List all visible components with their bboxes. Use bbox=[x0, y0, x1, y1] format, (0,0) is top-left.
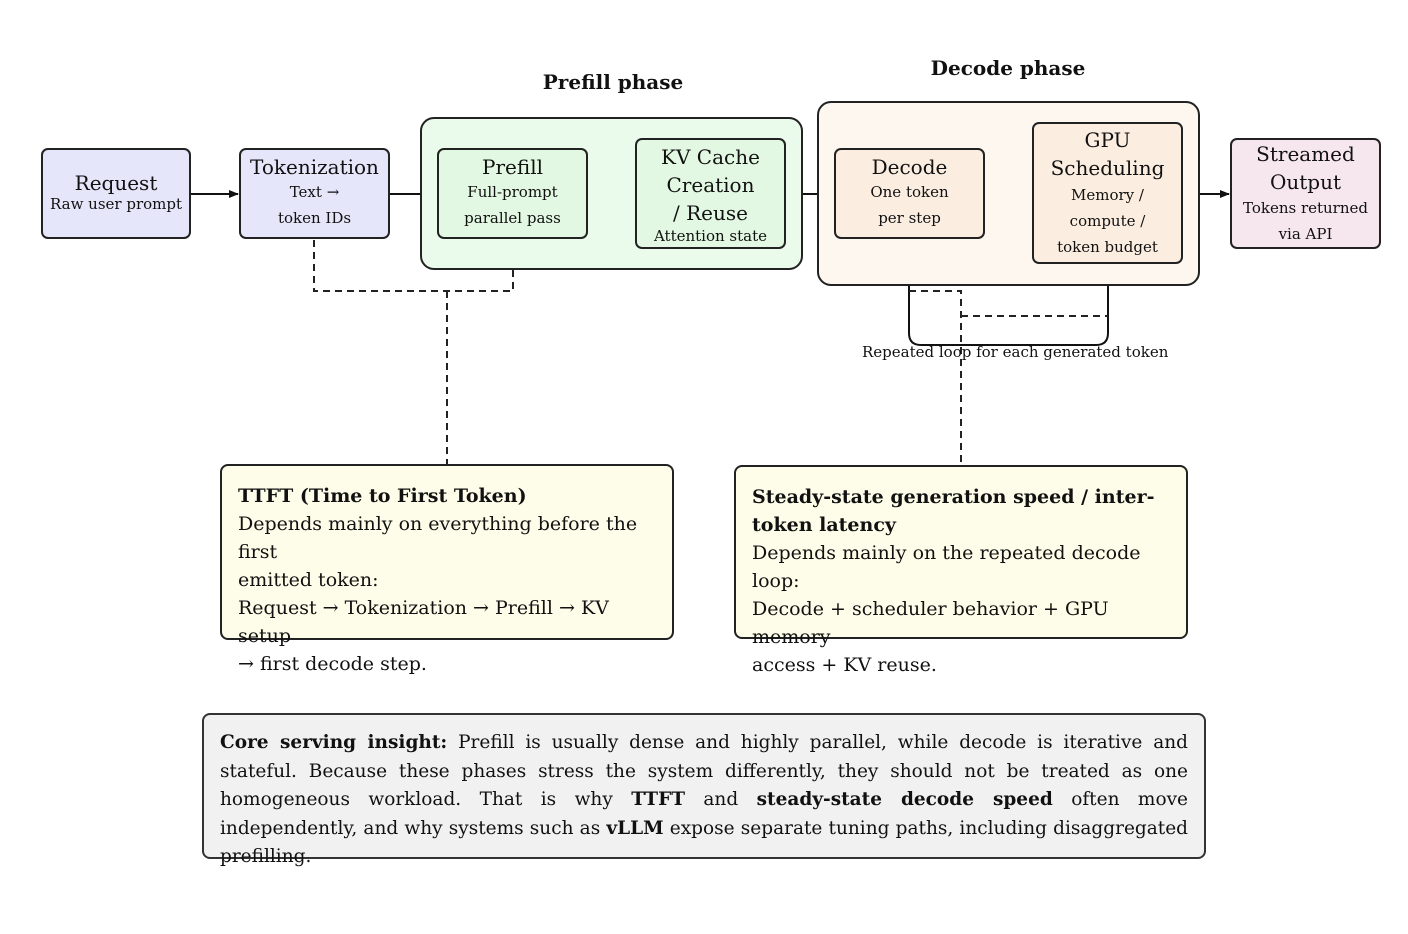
insight-text-4: expose separate tuning paths, including … bbox=[220, 817, 1188, 868]
decode-subtitle-line2: per step bbox=[878, 209, 941, 227]
tokenization-subtitle-line2: token IDs bbox=[277, 209, 352, 227]
decode-phase-label: Decode phase bbox=[930, 56, 1086, 80]
decode-title: Decode bbox=[871, 154, 948, 179]
steady-note-line3: access + KV reuse. bbox=[752, 654, 937, 676]
decode-loop-label: Repeated loop for each generated token bbox=[862, 343, 1169, 361]
gpu-title-line1: GPU bbox=[1084, 127, 1131, 152]
streamed-output-node: Streamed Output Tokens returned via API bbox=[1230, 138, 1381, 249]
steady-note-title-line1: Steady-state generation speed / inter- bbox=[752, 486, 1155, 508]
insight-ttft: TTFT bbox=[631, 789, 685, 810]
kv-cache-title-line3: / Reuse bbox=[673, 200, 748, 225]
gpu-title-line2: Scheduling bbox=[1050, 155, 1165, 180]
gpu-subtitle-line3: token budget bbox=[1057, 238, 1158, 257]
gpu-scheduling-node: GPU Scheduling Memory / compute / token … bbox=[1032, 122, 1183, 264]
prefill-subtitle-line2: parallel pass bbox=[464, 209, 561, 227]
steady-state-note: Steady-state generation speed / inter- t… bbox=[734, 465, 1188, 676]
ttft-bracket-connector bbox=[313, 240, 514, 464]
ttft-note: TTFT (Time to First Token) Depends mainl… bbox=[220, 464, 674, 675]
decode-loop-arrow bbox=[905, 251, 1109, 346]
kv-cache-node: KV Cache Creation / Reuse Attention stat… bbox=[635, 138, 786, 249]
insight-steady-state: steady-state decode speed bbox=[756, 789, 1053, 810]
ttft-note-line4: → first decode step. bbox=[238, 653, 427, 675]
decode-subtitle-line1: One token bbox=[870, 182, 949, 201]
request-node: Request Raw user prompt bbox=[41, 148, 191, 239]
steady-bracket-connector bbox=[909, 290, 1108, 464]
prefill-title: Prefill bbox=[482, 154, 543, 179]
output-subtitle-line1: Tokens returned bbox=[1242, 199, 1368, 217]
gpu-subtitle-line1: Memory / bbox=[1071, 185, 1144, 204]
kv-cache-title-line1: KV Cache bbox=[661, 144, 760, 169]
insight-text-1: Prefill is usually dense and highly para… bbox=[220, 732, 1188, 810]
insight-vllm: vLLM bbox=[606, 817, 664, 839]
tokenization-subtitle-line1: Text → bbox=[289, 182, 340, 201]
ttft-note-title: TTFT (Time to First Token) bbox=[238, 485, 527, 507]
steady-note-title-line2: token latency bbox=[752, 514, 896, 536]
insight-text-2: and bbox=[684, 789, 757, 810]
output-title-line2: Output bbox=[1269, 170, 1342, 194]
tokenization-node: Tokenization Text → token IDs bbox=[239, 148, 390, 239]
output-title-line1: Streamed bbox=[1256, 142, 1355, 166]
ttft-note-line3: Request → Tokenization → Prefill → KV se… bbox=[238, 597, 609, 647]
output-subtitle-line2: via API bbox=[1278, 224, 1333, 243]
prefill-subtitle-line1: Full-prompt bbox=[467, 182, 558, 201]
decode-node: Decode One token per step bbox=[834, 148, 985, 239]
prefill-phase-label: Prefill phase bbox=[542, 70, 684, 94]
insight-label: Core serving insight: bbox=[220, 732, 448, 753]
tokenization-title: Tokenization bbox=[250, 154, 379, 179]
request-subtitle: Raw user prompt bbox=[49, 195, 183, 214]
steady-note-line1: Depends mainly on the repeated decode lo… bbox=[752, 542, 1141, 592]
core-insight-box: Core serving insight: Prefill is usually… bbox=[202, 713, 1206, 867]
ttft-note-line1: Depends mainly on everything before the … bbox=[238, 513, 638, 563]
steady-note-line2: Decode + scheduler behavior + GPU memory bbox=[752, 598, 1109, 648]
request-title: Request bbox=[74, 171, 158, 196]
gpu-subtitle-line2: compute / bbox=[1069, 211, 1146, 230]
insight-text-3: often move independently, and why system… bbox=[220, 789, 1188, 839]
kv-cache-title-line2: Creation bbox=[666, 172, 755, 197]
prefill-node: Prefill Full-prompt parallel pass bbox=[437, 148, 588, 239]
kv-cache-subtitle: Attention state bbox=[653, 226, 768, 245]
ttft-note-line2: emitted token: bbox=[238, 569, 379, 591]
